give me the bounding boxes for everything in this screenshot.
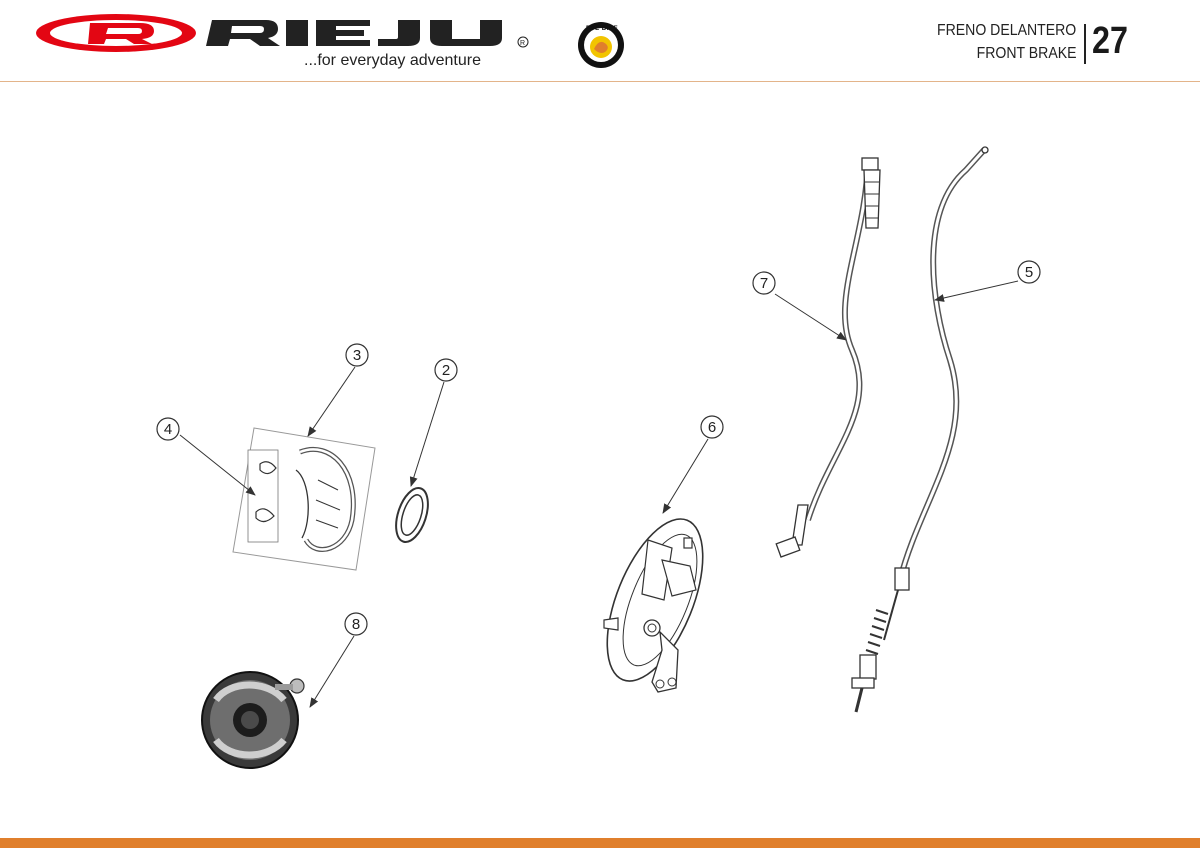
callout-2-label: 2 (442, 362, 450, 379)
callout-3-label: 3 (353, 347, 361, 364)
page-number: 27 (1092, 20, 1128, 62)
callout-8-marker: 8 (344, 612, 368, 636)
callout-3-marker: 3 (345, 343, 369, 367)
assembled-brake-drum (201, 671, 305, 769)
speedometer-cable (775, 157, 881, 558)
rieju-logo: R (36, 14, 529, 52)
svg-text:R: R (520, 40, 525, 47)
callout-7-label: 7 (760, 275, 768, 292)
header-rule (0, 81, 1200, 82)
callout-4-marker: 4 (156, 417, 180, 441)
rye-bike-badge (578, 22, 624, 68)
callout-5-label: 5 (1025, 264, 1033, 281)
page-header: R ...for everyday adventure RYE BIKE FRE… (0, 0, 1200, 82)
oil-seal-ring (395, 487, 429, 543)
callout-6-marker: 6 (700, 415, 724, 439)
section-title-english: FRONT BRAKE (976, 45, 1076, 62)
brand-tagline: ...for everyday adventure (304, 52, 481, 69)
brake-panel (603, 518, 704, 693)
callout-7-marker: 7 (752, 271, 776, 295)
callout-2-marker: 2 (434, 358, 458, 382)
brake-cable (851, 146, 989, 713)
badge-text: RYE BIKE (586, 26, 619, 32)
callout-8-label: 8 (352, 616, 360, 633)
title-divider (1084, 24, 1086, 64)
callout-leaders (179, 280, 1019, 708)
brake-shoe-kit (232, 427, 376, 571)
callout-5-marker: 5 (1017, 260, 1041, 284)
callout-4-label: 4 (164, 421, 172, 438)
section-title-spanish: FRENO DELANTERO (936, 22, 1076, 39)
footer-bar (0, 838, 1200, 848)
callout-6-label: 6 (708, 419, 716, 436)
